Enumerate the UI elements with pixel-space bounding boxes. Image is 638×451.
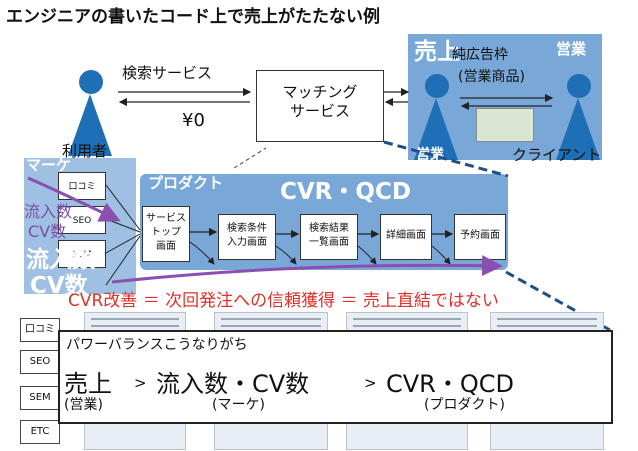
power-gt-2: >: [364, 374, 377, 392]
power-heading: パワーバランスこうなりがち: [66, 337, 248, 353]
power-cvr-qcd: CVR・QCD: [386, 370, 514, 398]
marketing-title: マーケ: [26, 156, 72, 174]
step-search-results: 検索結果 一覧画面: [300, 214, 358, 260]
step-detail: 詳細画面: [380, 214, 432, 260]
step-top: サービス トップ 画面: [142, 206, 190, 262]
user-label: 利用者: [62, 142, 108, 160]
price-label: ¥0: [182, 110, 205, 131]
client-person-icon: [556, 74, 600, 166]
cv-big: CV数: [30, 273, 88, 299]
cv-overlay: CV数: [28, 222, 67, 241]
side-item: ETC: [20, 420, 60, 444]
money-bill-icon: [476, 108, 534, 142]
sales-product-label: (営業商品): [458, 69, 525, 85]
matching-line-2: サービス: [289, 102, 350, 120]
matching-service-box: マッチング サービス: [256, 70, 384, 142]
cvr-qcd-label: CVR・QCD: [280, 179, 411, 205]
statement-text: CVR改善 ＝ 次回発注への信頼獲得 ＝ 売上直結ではない: [68, 291, 499, 311]
inflow-overlay: 流入数: [24, 202, 73, 221]
page-title: エンジニアの書いたコード上で売上がたたない例: [6, 7, 380, 27]
eigyo-top-label: 営業: [556, 40, 587, 58]
power-sales: 売上: [64, 370, 112, 398]
inflow-big: 流入数: [26, 247, 95, 273]
product-title: プロダクト: [148, 174, 224, 192]
search-service-label: 検索サービス: [122, 64, 213, 82]
client-label: クライアント: [512, 146, 602, 164]
step-search-condition: 検索条件 入力画面: [218, 214, 276, 260]
marketing-item: SEM: [58, 240, 106, 268]
sales-title: 売上: [414, 39, 460, 65]
power-gt-1: >: [134, 374, 147, 392]
side-item: SEM: [20, 386, 60, 410]
pure-ad-label: 純広告枠: [452, 47, 508, 63]
user-person-icon: [68, 70, 112, 162]
sales-person-icon: [414, 74, 458, 166]
power-sub-sales: (営業): [64, 397, 103, 413]
side-item: 口コミ: [20, 318, 60, 342]
matching-line-1: マッチング: [282, 83, 358, 101]
power-balance-box: パワーバランスこうなりがち 売上 > 流入数・CV数 > CVR・QCD (営業…: [58, 330, 613, 424]
step-reservation: 予約画面: [454, 214, 506, 260]
side-item: SEO: [20, 350, 60, 374]
power-inflow-cv: 流入数・CV数: [156, 370, 310, 398]
power-sub-product: (プロダクト): [424, 397, 505, 413]
power-sub-marketing: (マーケ): [212, 397, 265, 413]
